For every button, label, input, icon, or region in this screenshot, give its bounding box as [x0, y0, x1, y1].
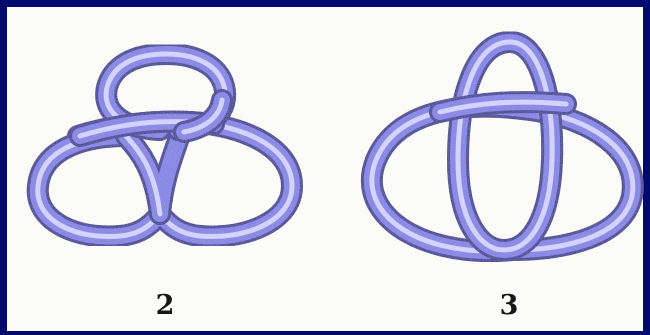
figure-3-crossing-band	[440, 102, 566, 112]
figure-label-3: 3	[489, 291, 529, 321]
knot-figure-3	[372, 42, 633, 251]
figure-3-outer-loop	[372, 107, 633, 251]
figure-label-2: 2	[145, 291, 185, 321]
knot-figure-2	[38, 54, 292, 237]
figure-2-stem	[126, 128, 182, 214]
figure-3-vertical-oval	[458, 42, 552, 250]
